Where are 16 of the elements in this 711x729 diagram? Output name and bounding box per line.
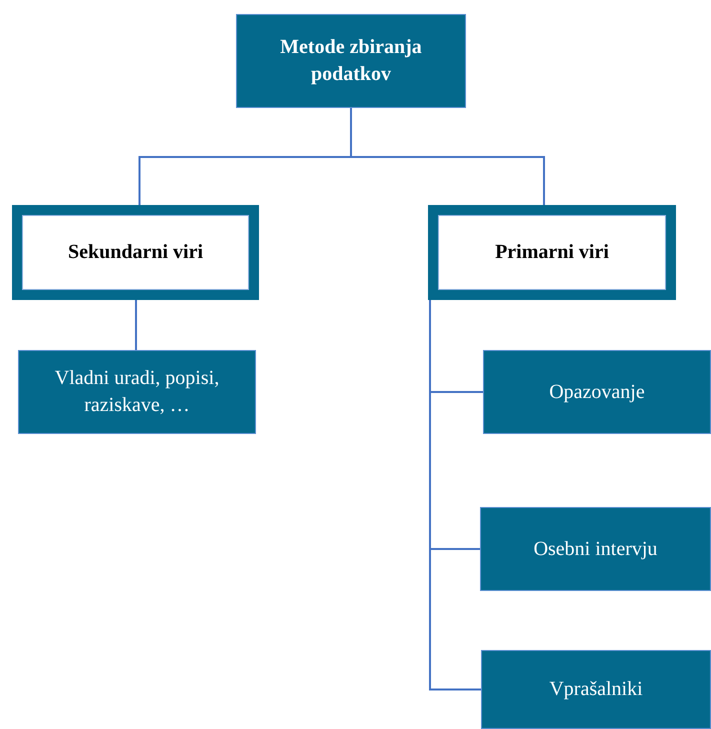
node-label: Primarni viri <box>494 240 610 265</box>
connector-line <box>135 300 137 350</box>
node-label: Metode zbiranja podatkov <box>279 35 423 87</box>
category-box <box>12 205 259 300</box>
connector-line <box>350 108 545 205</box>
item-box <box>480 507 711 591</box>
item-box <box>483 350 711 434</box>
node-label: Osebni intervju <box>532 536 658 562</box>
node-label: Sekundarni viri <box>66 240 204 265</box>
category-box <box>428 205 676 300</box>
item-box <box>18 350 256 434</box>
node-label: Vladni uradi, popisi, raziskave, … <box>54 366 220 418</box>
item-box <box>481 650 711 729</box>
title-box <box>236 14 466 108</box>
node-label: Vprašalniki <box>548 677 644 702</box>
node-label: Opazovanje <box>548 380 646 404</box>
